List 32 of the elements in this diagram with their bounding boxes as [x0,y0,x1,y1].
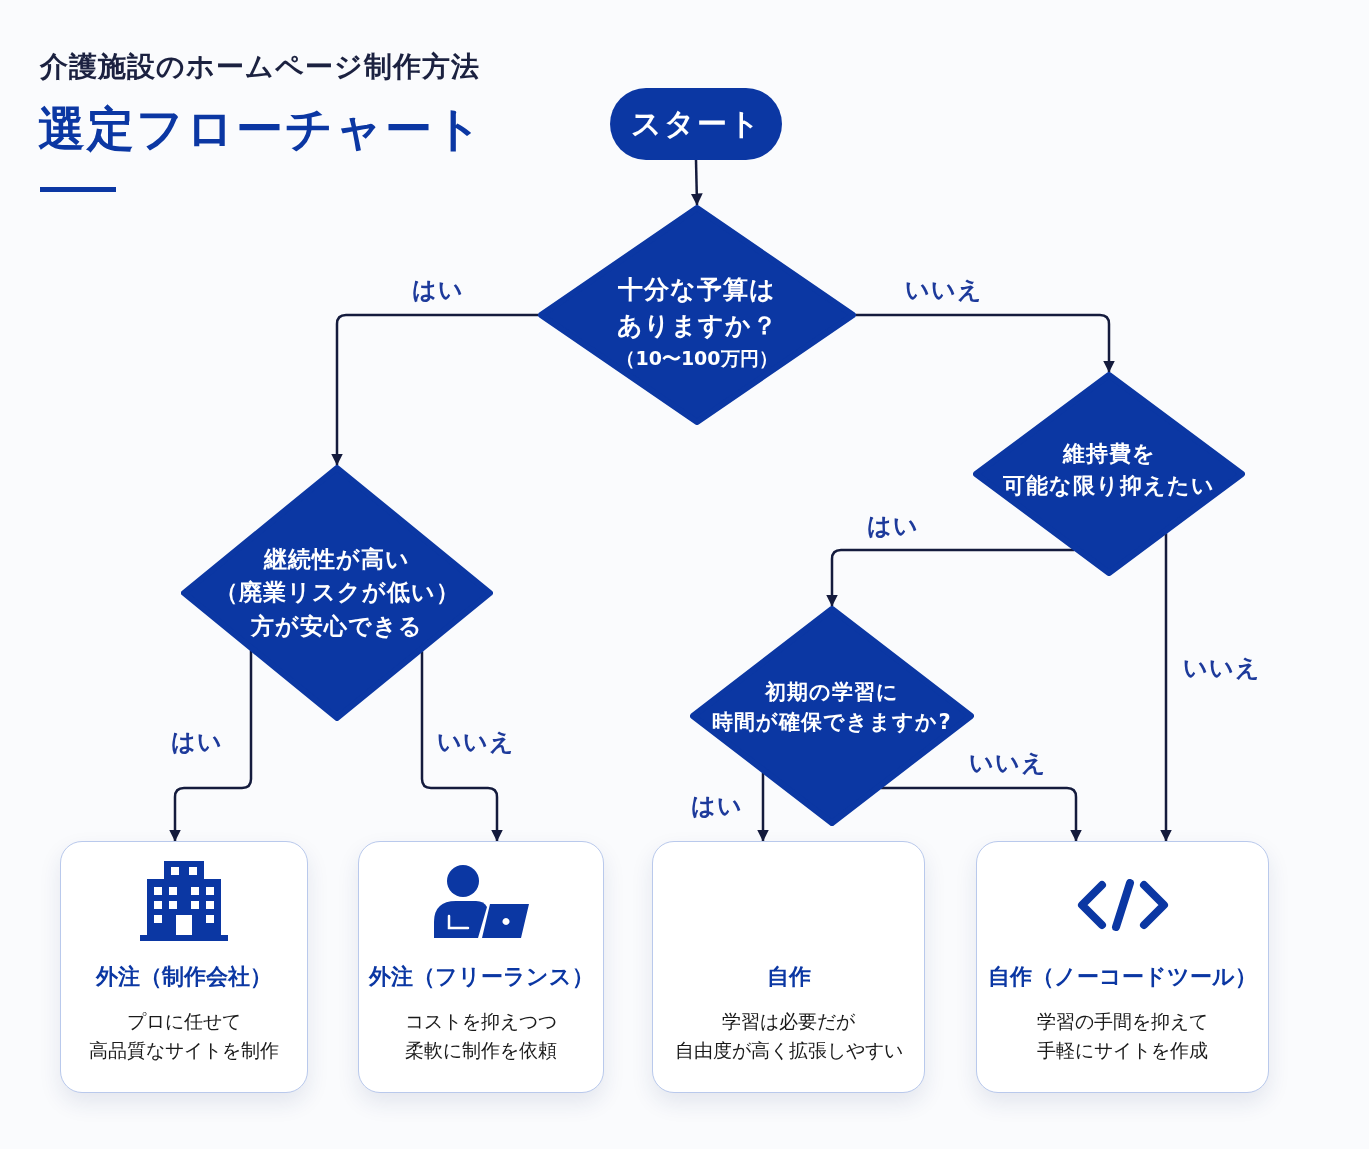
arrow [757,772,769,842]
option-title: 自作 [766,963,811,991]
title: 選定フローチャート [38,100,484,158]
option-description: 学習は必要だが自由度が高く拡張しやすい [674,1009,903,1063]
question-text: 初期の学習に時間が確保できますか? [712,678,952,736]
decision-diamond [181,465,493,721]
arrow [826,548,1075,607]
decision-diamond [973,372,1245,576]
option-description: 学習の手間を抑えて手軽にサイトを作成 [1037,1009,1208,1063]
option-title: 外注（制作会社） [96,963,272,991]
option-description: プロに任せて高品質なサイトを制作 [89,1009,279,1063]
arrow [1160,533,1172,842]
arrow [169,650,253,842]
option-card [652,841,925,1093]
option-card [60,841,308,1093]
option-card [976,841,1269,1093]
question-text: 維持費を可能な限り抑えたい [1003,440,1215,500]
arrow [856,313,1115,373]
arrow [331,313,538,466]
subtitle: 介護施設のホームページ制作方法 [40,49,480,85]
option-description: コストを抑えつつ柔軟に制作を依頼 [405,1009,557,1063]
arrow [420,651,503,842]
decision-diamond [538,205,856,425]
option-title: 外注（フリーランス） [368,963,594,991]
start-terminal: スタート [610,88,782,160]
option-title: 自作（ノーコードツール） [988,963,1257,991]
arrow [881,786,1082,842]
question-text: 継続性が高い（廃業リスクが低い）方が安心できる [214,545,460,641]
arrow [690,159,703,206]
question-text: 十分な予算はありますか？ [616,273,778,342]
question-note: （10〜100万円） [616,346,778,371]
option-card [358,841,604,1093]
